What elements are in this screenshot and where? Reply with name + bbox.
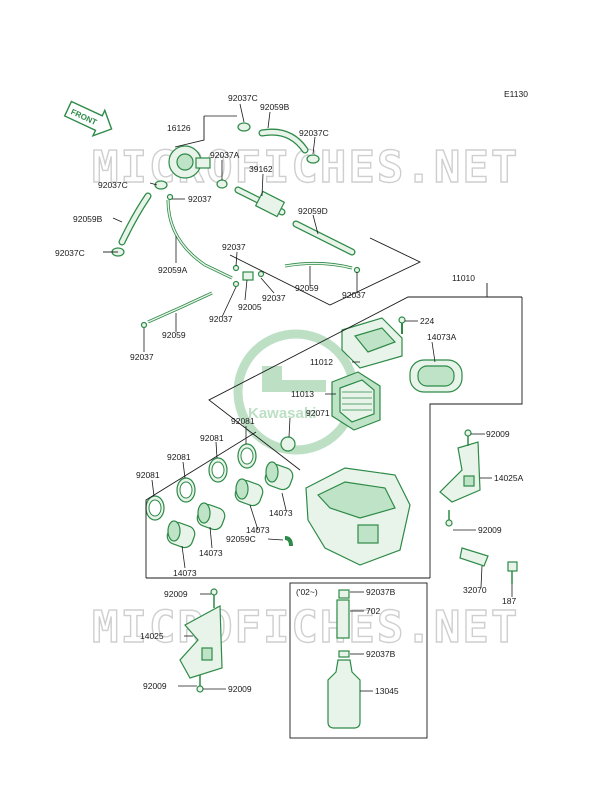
label-92037c-lower: 92037C (55, 248, 85, 258)
part-labels: 92037C 92059B 16126 92037C 92037A 39162 … (55, 93, 524, 696)
label-92059d: 92059D (298, 206, 328, 216)
label-11012: 11012 (310, 357, 333, 367)
label-92037b-b: 92037B (366, 649, 396, 659)
label-92037-f: 92037 (130, 352, 154, 362)
bracket-32070 (459, 547, 518, 584)
label-14025a: 14025A (494, 473, 524, 483)
drain-bottle (327, 589, 361, 729)
label-92081-c: 92081 (167, 452, 191, 462)
clamp-92037c-left (154, 180, 168, 190)
label-92005: 92005 (238, 302, 262, 312)
label-39162: 39162 (249, 164, 273, 174)
clamp-92037c-top (237, 122, 251, 132)
label-92037a: 92037A (210, 150, 240, 160)
label-32070: 32070 (463, 585, 487, 595)
brand-logo-text: Kawasaki (248, 405, 316, 422)
label-187: 187 (502, 596, 516, 606)
ring-92071 (280, 436, 296, 452)
bracket-14025 (179, 588, 223, 693)
label-92009-a: 92009 (486, 429, 510, 439)
label-14073-c: 14073 (199, 548, 223, 558)
watermark-bottom: MICROFICHES.NET (92, 602, 519, 653)
label-14025: 14025 (140, 631, 164, 641)
label-92059b-left: 92059B (73, 214, 103, 224)
label-92059-low: 92059 (162, 330, 186, 340)
label-92037-e: 92037 (209, 314, 233, 324)
label-92037c-top: 92037C (228, 93, 258, 103)
duct-14073a (409, 359, 463, 393)
label-92037-d: 92037 (342, 290, 366, 300)
label-13045: 13045 (375, 686, 399, 696)
label-92059a: 92059A (158, 265, 188, 275)
label-92037-a: 92037 (188, 194, 212, 204)
label-92081-d: 92081 (136, 470, 160, 480)
label-92081-a: 92081 (231, 416, 255, 426)
label-92037c-right: 92037C (299, 128, 329, 138)
label-11010: 11010 (452, 273, 475, 283)
label-92009-c: 92009 (164, 589, 188, 599)
leader-lines (112, 103, 513, 692)
valve-16126 (168, 145, 211, 179)
label-11013: 11013 (291, 389, 314, 399)
filter-11013 (331, 371, 381, 431)
air-cleaner-assembly (280, 316, 463, 566)
label-92037b-a: 92037B (366, 587, 396, 597)
label-92081-b: 92081 (200, 433, 224, 443)
label-14073a: 14073A (427, 332, 457, 342)
bracket-14025a (439, 429, 481, 527)
label-14073-d: 14073 (173, 568, 197, 578)
frame-11010 (208, 283, 488, 471)
duct-rings (145, 443, 294, 549)
clamp-92037a (216, 179, 228, 189)
label-92059c: 92059C (226, 534, 256, 544)
label-92037-c: 92037 (262, 293, 286, 303)
label-92009-d: 92009 (143, 681, 167, 691)
label-92071: 92071 (306, 408, 330, 418)
label-224: 224 (420, 316, 434, 326)
label-92059-mid: 92059 (295, 283, 319, 293)
housing-case (305, 467, 411, 566)
inset-box (289, 582, 428, 739)
clamp-92037c-right (306, 154, 320, 164)
top-hose-assembly (111, 122, 361, 329)
frame-top-right (229, 237, 422, 306)
label-16126: 16126 (167, 123, 191, 133)
figure-code: E1130 (504, 89, 528, 99)
label-92059b-top: 92059B (260, 102, 290, 112)
label-92009-b: 92009 (478, 525, 502, 535)
label-92037-b: 92037 (222, 242, 246, 252)
label-inset-years: ('02~) (296, 587, 318, 597)
label-14073-b: 14073 (246, 525, 270, 535)
label-92037c-left: 92037C (98, 180, 128, 190)
leader-16126 (174, 116, 205, 148)
front-arrow-icon: FRONT (63, 100, 113, 137)
label-14073-a: 14073 (269, 508, 293, 518)
label-92009-e: 92009 (228, 684, 252, 694)
label-702: 702 (366, 606, 380, 616)
